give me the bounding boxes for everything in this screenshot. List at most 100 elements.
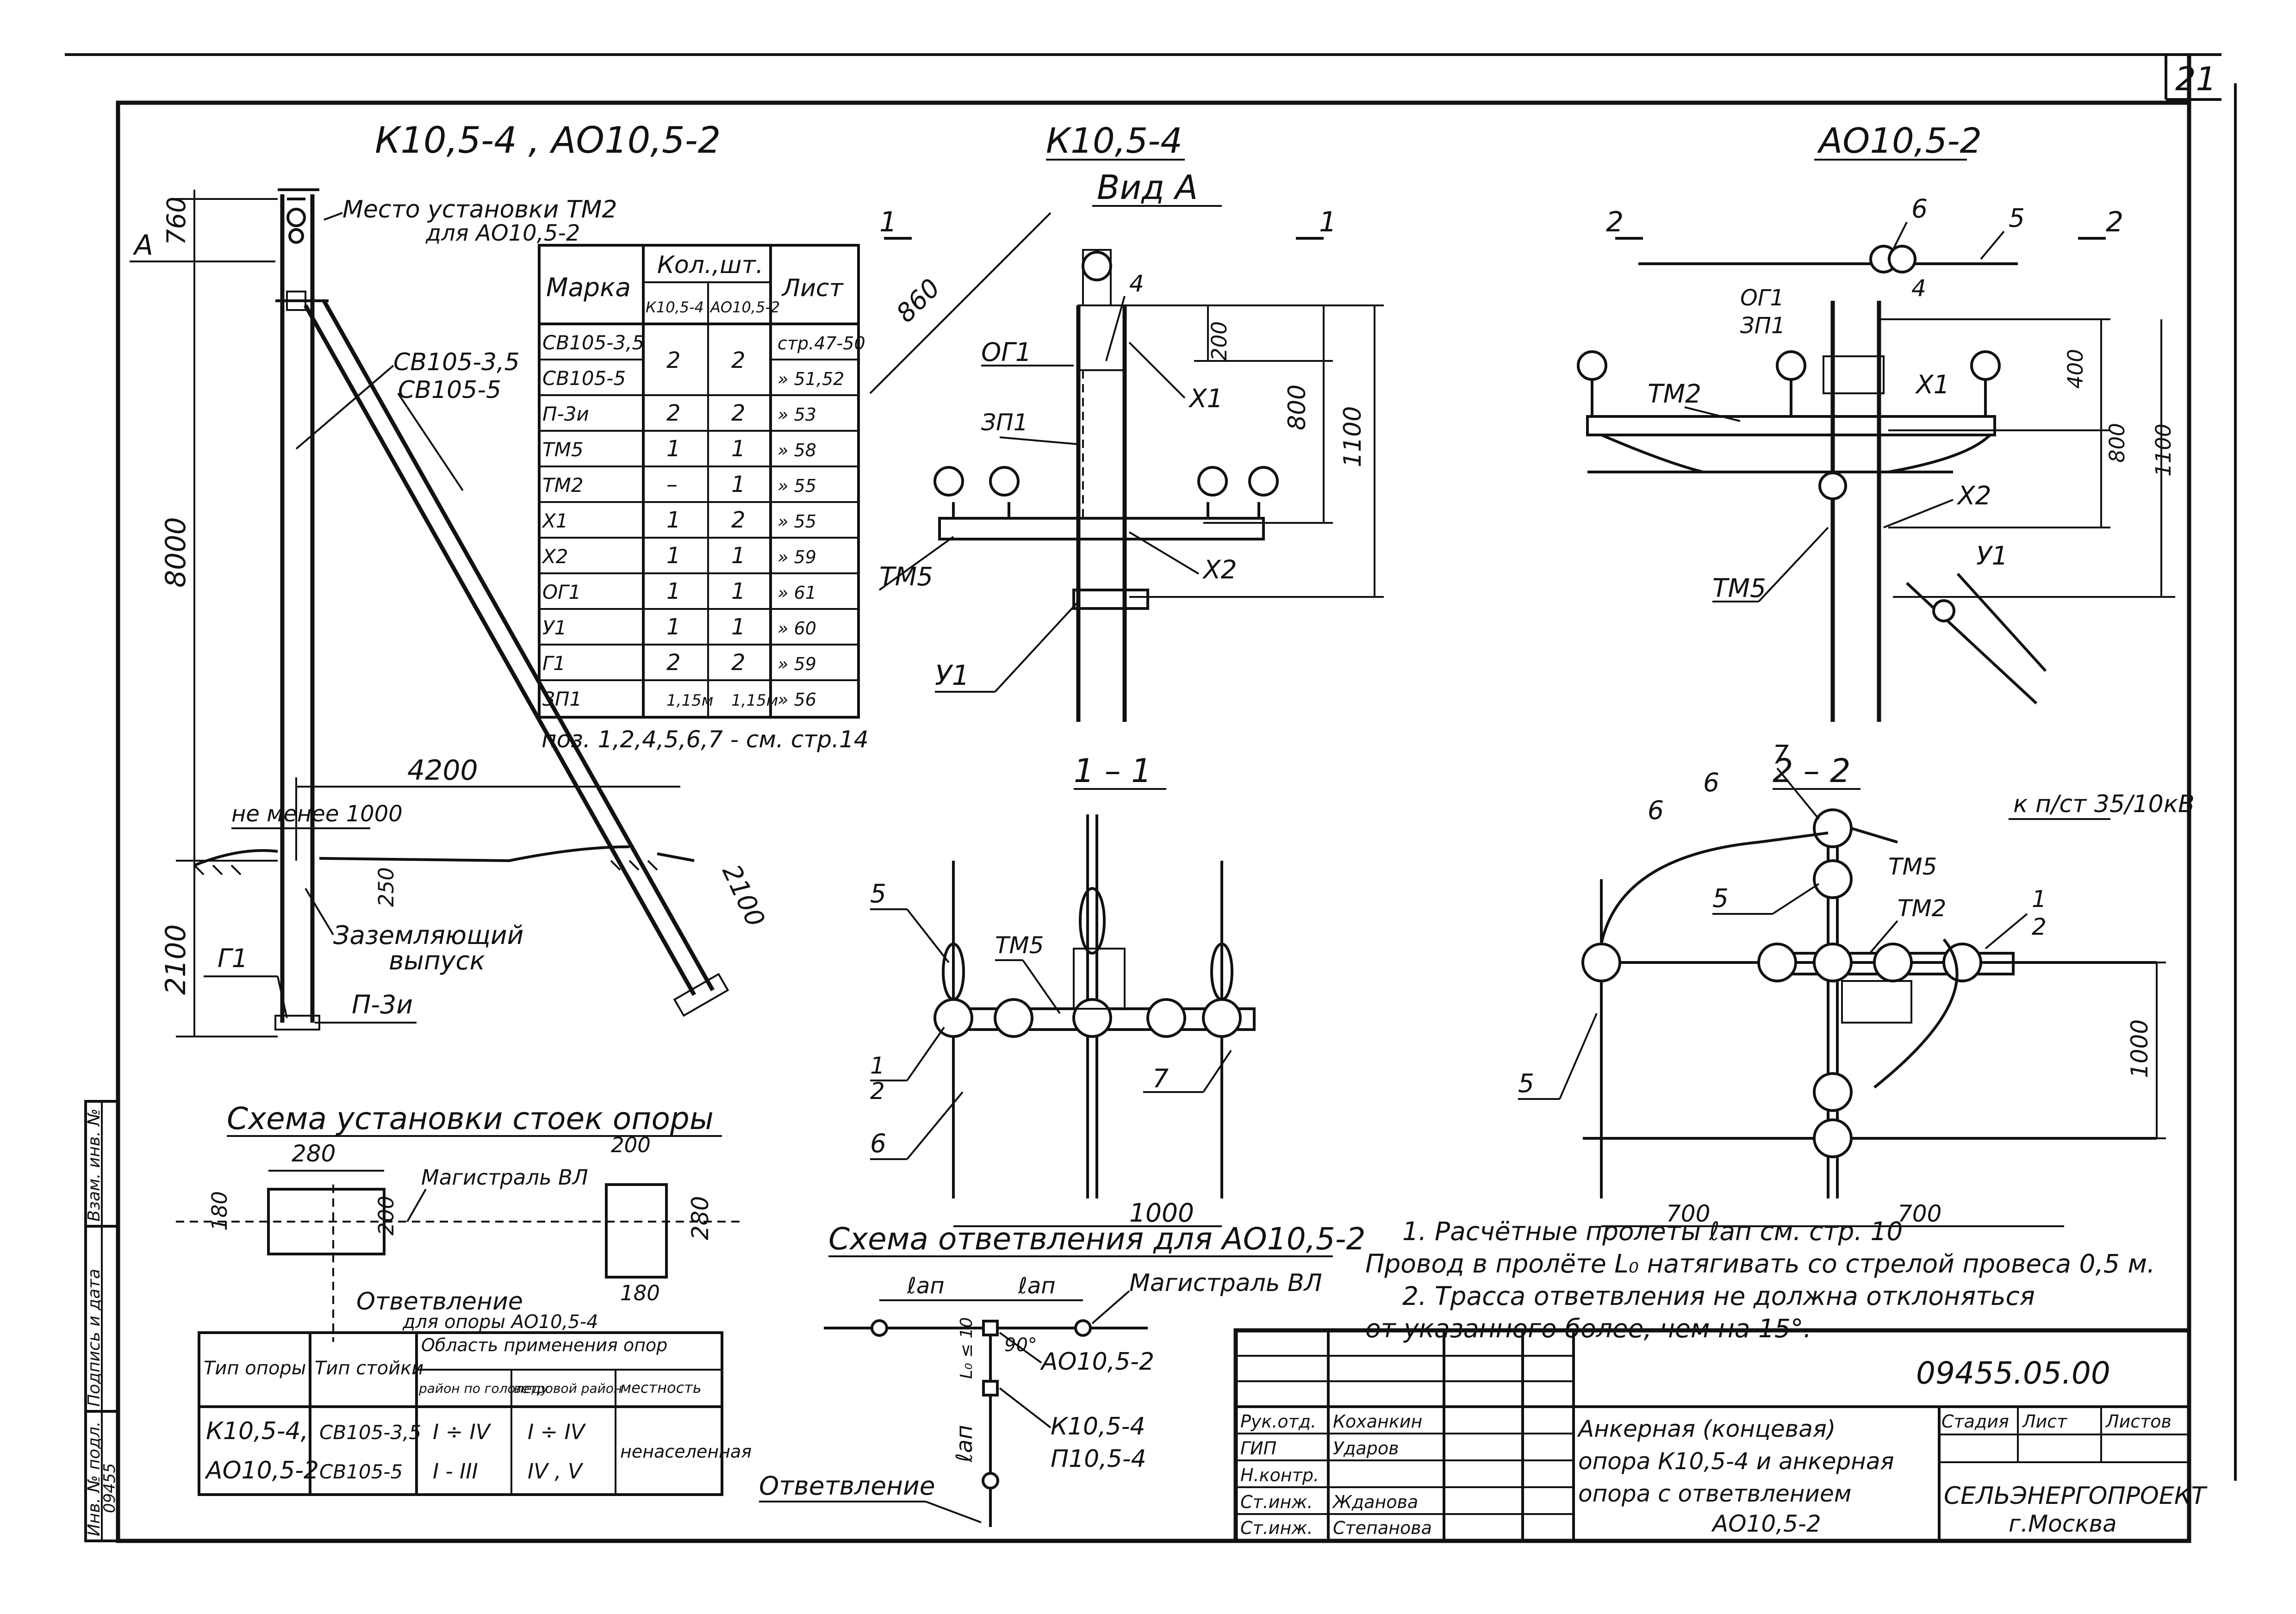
dim-860: 860 — [890, 273, 946, 328]
spec-cell-mark: П-3и — [542, 403, 589, 425]
dim-800-ao: 800 — [2105, 423, 2129, 463]
inst-branch: Ответвление — [356, 1288, 523, 1316]
branch-angle: 90° — [1004, 1335, 1037, 1356]
spec-header-qty: Кол.,шт. — [657, 251, 763, 279]
spec-cell-sheet: » 56 — [778, 689, 816, 710]
spec-header-sheet: Лист — [781, 274, 844, 302]
branch-l1: ℓап — [907, 1273, 945, 1299]
s22-label-7: 7 — [1773, 740, 1789, 770]
app-header-rack: Тип стойки — [315, 1358, 423, 1379]
label-x2: Х2 — [1202, 555, 1237, 584]
stamp-vzam: Взам. инв. № — [85, 1109, 104, 1222]
doc-title-1: Анкерная (концевая) — [1577, 1415, 1836, 1442]
spec-header-k: К10,5-4 — [646, 298, 704, 316]
spec-cell-k: 2 — [666, 650, 681, 676]
notes: 1. Расчётные пролеты ℓап см. стр. 10 Про… — [1365, 1217, 2155, 1343]
stamp-inv: Инв. № подл. — [85, 1422, 104, 1536]
side-stamp: Взам. инв. № Подпись и дата Инв. № подл.… — [84, 1100, 119, 1542]
section-1-1: 1 – 1 1000 5 ТМ5 1 2 6 7 — [870, 752, 1256, 1228]
view-a-k1054: К10,5-4 Вид А 1 1 860 — [869, 120, 1384, 722]
branch-l4: L₀ ≤ 10 — [957, 1317, 976, 1379]
dim-800: 800 — [1283, 385, 1311, 430]
app-header-terrain: местность — [620, 1379, 702, 1397]
pole-elevation: К10,5-4 , АО10,5-2 8000 2100 760 А 4200 — [130, 120, 771, 1037]
s22-label-1: 1 — [2032, 886, 2047, 913]
spec-cell-sheet: » 61 — [778, 583, 816, 603]
spec-cell-sheet: » 59 — [778, 654, 816, 674]
inst-200b: 200 — [611, 1133, 651, 1157]
dim-760: 760 — [162, 197, 191, 245]
s22-label-6b: 6 — [1703, 768, 1719, 797]
mid-subtitle: Вид А — [1097, 168, 1198, 207]
dim-250: 250 — [374, 867, 398, 907]
to-substation: к п/ст 35/10кВ — [2013, 790, 2195, 818]
note-1: 1. Расчётные пролеты ℓап см. стр. 10 — [1402, 1217, 1903, 1246]
title-block: 09455.05.00 Рук.отд. Коханкин ГИП Ударов… — [1233, 1328, 2208, 1543]
ground-outlet-label-2: выпуск — [389, 946, 485, 975]
branch-s2: К10,5-4 — [1051, 1413, 1145, 1440]
spec-cell-k: 1 — [666, 614, 681, 640]
spec-cell-mark: Г1 — [542, 652, 566, 675]
branch-title: Схема ответвления для АО10,5-2 — [828, 1221, 1366, 1257]
tb-sheet: Лист — [2022, 1411, 2068, 1432]
spec-cell-k: 1,15м — [666, 691, 713, 710]
dim-min-1000: не менее 1000 — [231, 801, 403, 827]
install-title: Схема установки стоек опоры — [227, 1101, 714, 1136]
inst-180b: 180 — [620, 1281, 660, 1305]
spec-cell-sheet: » 55 — [778, 476, 816, 496]
spec-cell-mark: СВ105-3,5 — [542, 331, 644, 354]
view-a-mark-1-right: 1 — [1319, 206, 1337, 238]
spec-cell-mark: ОГ1 — [542, 581, 581, 603]
stamp-sign: Подпись и дата — [85, 1269, 104, 1407]
spec-cell-sheet: » 55 — [778, 511, 816, 532]
section-11-title: 1 – 1 — [1074, 752, 1152, 790]
label-og1: ОГ1 — [981, 337, 1032, 367]
spec-cell-ao: 1 — [731, 436, 746, 462]
spec-cell-k: 2 — [666, 348, 681, 373]
view-a-mark-1-left: 1 — [879, 206, 897, 238]
sv105-5-label: СВ105-5 — [398, 376, 501, 404]
p3n-label: П-3и — [352, 990, 413, 1019]
s22-label-2: 2 — [2032, 913, 2047, 940]
doc-title-2: опора К10,5-4 и анкерная — [1578, 1448, 1894, 1475]
label-tm5-ao: ТМ5 — [1712, 573, 1766, 603]
section-22-dim-1000: 1000 — [2126, 1019, 2153, 1078]
branch-s1: АО10,5-2 — [1040, 1348, 1154, 1376]
arrow-a-label: А — [132, 229, 153, 261]
label-x2-ao: Х2 — [1956, 481, 1991, 510]
name-5: Степанова — [1333, 1518, 1432, 1538]
dim-4200: 4200 — [407, 754, 478, 787]
spec-cell-k: 1 — [666, 436, 681, 462]
app-row2-type: АО10,5-2 — [205, 1457, 319, 1484]
view-ao-mark-right: 2 — [2106, 206, 2123, 238]
section-22-title: 2 – 2 — [1773, 752, 1851, 790]
role-5: Ст.инж. — [1240, 1518, 1313, 1538]
name-4: Жданова — [1332, 1492, 1418, 1512]
role-4: Ст.инж. — [1240, 1492, 1313, 1512]
branch-s3: П10,5-4 — [1051, 1445, 1146, 1473]
spec-cell-mark: У1 — [542, 616, 566, 639]
s11-label-tm5: ТМ5 — [995, 932, 1044, 959]
spec-cell-mark: Х1 — [541, 509, 568, 532]
note-3: 2. Трасса ответвления не должна отклонят… — [1402, 1281, 2035, 1311]
role-1: Рук.отд. — [1240, 1411, 1316, 1432]
s22-label-tm2: ТМ2 — [1898, 895, 1947, 922]
s11-label-2: 2 — [870, 1078, 885, 1105]
dim-200: 200 — [1207, 321, 1232, 361]
section-22-dim-700b: 700 — [1898, 1200, 1941, 1227]
section-11-dim: 1000 — [1129, 1198, 1194, 1228]
view-ao-mark-left: 2 — [1606, 206, 1624, 238]
g1-label: Г1 — [218, 944, 248, 973]
s22-label-6: 6 — [1648, 795, 1664, 825]
ground-outlet-label: Заземляющий — [333, 920, 523, 950]
section-2-2: 2 – 2 к п/ст 35/10кВ 1000 700 700 6 6 7 — [1518, 740, 2195, 1227]
s11-label-6: 6 — [870, 1129, 886, 1158]
section-22-dim-700a: 700 — [1666, 1200, 1710, 1227]
doc-title-3: опора с ответвлением — [1578, 1480, 1851, 1507]
inst-200: 200 — [374, 1196, 398, 1235]
spec-cell-k: 1 — [666, 507, 681, 533]
spec-cell-ao: 1 — [731, 472, 746, 497]
s11-label-5: 5 — [870, 879, 886, 908]
